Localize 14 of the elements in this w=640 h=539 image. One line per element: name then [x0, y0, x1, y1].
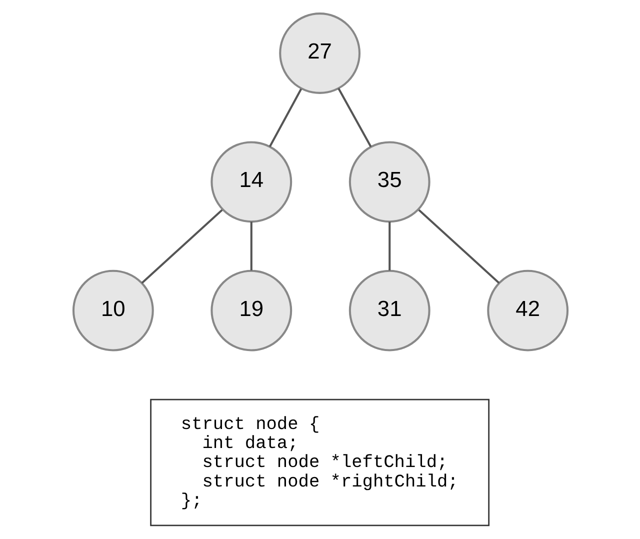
connector — [337, 88, 372, 148]
node-circle: 31 — [348, 270, 430, 352]
node-circle: 27 — [278, 12, 360, 94]
node-circle: 10 — [72, 270, 154, 352]
node-circle: 35 — [348, 141, 430, 223]
node-circle: 14 — [210, 141, 292, 223]
connector — [250, 222, 252, 271]
connector — [140, 209, 222, 284]
node-box: struct node { int data; struct node *leftChild; struct node *rightChild; }; — [150, 398, 490, 526]
connector — [388, 222, 390, 271]
node-circle: 42 — [486, 270, 568, 352]
connector — [418, 209, 500, 284]
node-circle: 19 — [210, 270, 292, 352]
connector — [268, 88, 302, 148]
